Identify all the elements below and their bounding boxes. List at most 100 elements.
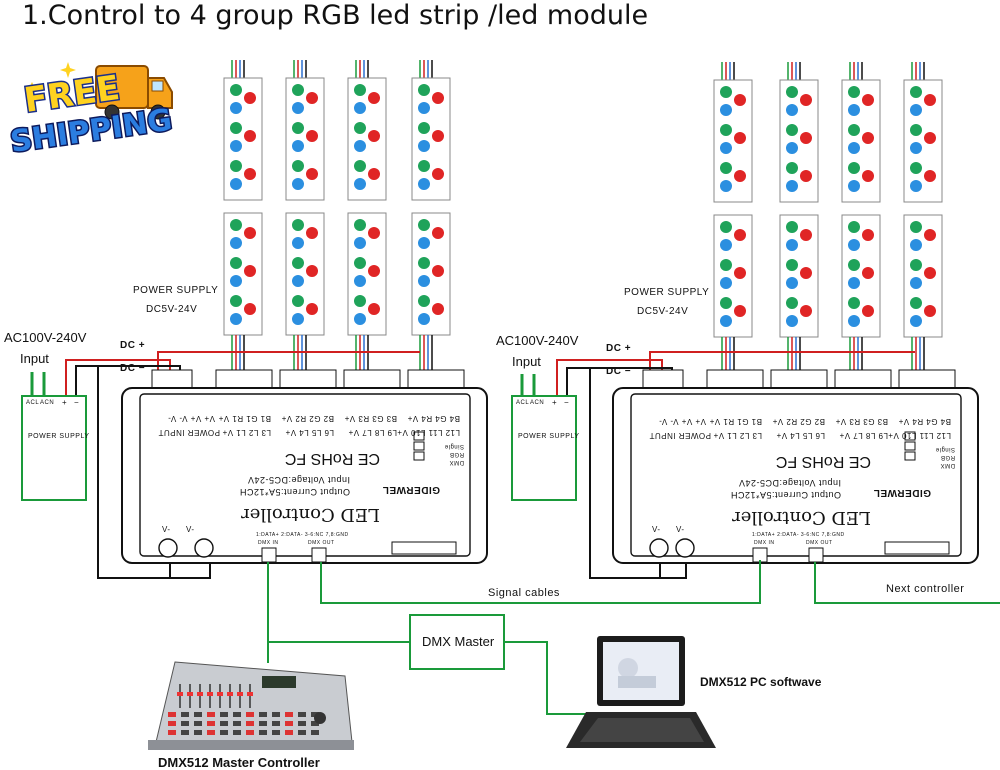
led-red	[800, 170, 812, 182]
led-blue	[292, 178, 304, 190]
ctrl-left-mode-rgb: RGB	[449, 451, 464, 457]
led-green	[910, 297, 922, 309]
led-red	[924, 132, 936, 144]
ctrl-left-mode-dmx: DMX	[449, 459, 464, 465]
led-blue	[418, 237, 430, 249]
ctrl-right-power-pins: V+ V+ V- V-	[658, 417, 706, 426]
ctrl-right-dmx-pins: 1:DATA+ 2:DATA- 3-6:NC 7,8:GND	[752, 532, 845, 538]
label-dc-plus-right: DC +	[606, 343, 632, 354]
ctrl-right-input-voltage: Input Voltage:DC5-24V	[738, 478, 841, 488]
led-red	[432, 303, 444, 315]
led-red	[432, 265, 444, 277]
led-blue	[848, 180, 860, 192]
psu-right-terminal-acl: ACL	[516, 400, 530, 406]
psu-left-terminal-acn: ACN	[40, 400, 55, 406]
led-red	[244, 303, 256, 315]
ctrl-left-group-1: B1 G1 R1 V+	[218, 414, 271, 423]
laptop-icon	[566, 636, 716, 748]
led-green	[418, 257, 430, 269]
ctrl-left-product: LED Controller	[241, 504, 380, 525]
led-green	[292, 84, 304, 96]
led-blue	[354, 140, 366, 152]
led-blue	[418, 178, 430, 190]
led-green	[786, 86, 798, 98]
led-green	[786, 297, 798, 309]
led-blue	[354, 178, 366, 190]
led-green	[848, 162, 860, 174]
led-blue	[354, 237, 366, 249]
led-green	[848, 124, 860, 136]
led-green	[848, 86, 860, 98]
label-power-supply-left: POWER SUPPLY	[133, 285, 219, 296]
led-red	[306, 303, 318, 315]
led-blue	[910, 142, 922, 154]
psu-right-terminal-minus: −	[564, 398, 570, 407]
led-red	[734, 305, 746, 317]
led-strip	[223, 60, 263, 370]
led-green	[292, 122, 304, 134]
ctrl-left-dmx-out: DMX OUT	[308, 540, 335, 546]
ctrl-right-vminus-2: V-	[676, 525, 685, 534]
ctrl-left-group-3: B3 G3 R3 V+	[344, 414, 397, 423]
ctrl-right-mode-dmx: DMX	[940, 462, 955, 468]
ctrl-left-vminus-1: V-	[162, 525, 171, 534]
led-green	[418, 122, 430, 134]
power-supply-right	[511, 395, 577, 501]
led-red	[800, 132, 812, 144]
led-green	[292, 295, 304, 307]
led-green	[292, 219, 304, 231]
led-green	[848, 297, 860, 309]
led-green	[354, 122, 366, 134]
led-red	[432, 168, 444, 180]
led-red	[800, 305, 812, 317]
sparkle-icon	[26, 62, 76, 94]
led-green	[786, 259, 798, 271]
ctrl-left-output-1: L3 L2 L1 V+	[222, 428, 271, 437]
left-system	[21, 60, 488, 579]
led-red	[368, 92, 380, 104]
ctrl-right-product: LED Controller	[732, 507, 871, 528]
led-green	[230, 219, 242, 231]
led-blue	[720, 104, 732, 116]
ctrl-right-group-1: B1 G1 R1 V+	[709, 417, 762, 426]
ctrl-right-certs: CE RoHS FC	[775, 453, 871, 470]
led-red	[432, 130, 444, 142]
ctrl-left-power-pins: V+ V+ V- V-	[167, 414, 215, 423]
led-red	[306, 92, 318, 104]
led-green	[720, 221, 732, 233]
label-input-left: Input	[20, 351, 49, 366]
led-red	[734, 170, 746, 182]
led-red	[924, 305, 936, 317]
led-blue	[786, 239, 798, 251]
led-red	[862, 132, 874, 144]
ctrl-left-power-input: POWER INPUT	[158, 428, 220, 437]
led-green	[230, 122, 242, 134]
ctrl-right-output-current: Output Current:5A*12CH	[730, 490, 841, 500]
led-blue	[230, 313, 242, 325]
delivery-truck-icon	[95, 65, 173, 120]
led-green	[292, 160, 304, 172]
label-dc-range-left: DC5V-24V	[146, 304, 198, 315]
led-blue	[786, 180, 798, 192]
led-blue	[292, 275, 304, 287]
led-red	[734, 94, 746, 106]
led-red	[432, 227, 444, 239]
led-green	[354, 219, 366, 231]
ctrl-left-output-3: L9 L8 L7 V+	[348, 428, 397, 437]
led-blue	[418, 102, 430, 114]
led-blue	[786, 142, 798, 154]
led-blue	[418, 313, 430, 325]
led-blue	[910, 239, 922, 251]
led-green	[910, 124, 922, 136]
led-red	[368, 227, 380, 239]
led-red	[862, 267, 874, 279]
led-red	[734, 229, 746, 241]
led-blue	[910, 277, 922, 289]
label-power-supply-right: POWER SUPPLY	[624, 287, 710, 298]
led-green	[354, 257, 366, 269]
led-blue	[230, 102, 242, 114]
led-red	[244, 168, 256, 180]
label-dmx-master: DMX Master	[422, 634, 495, 649]
